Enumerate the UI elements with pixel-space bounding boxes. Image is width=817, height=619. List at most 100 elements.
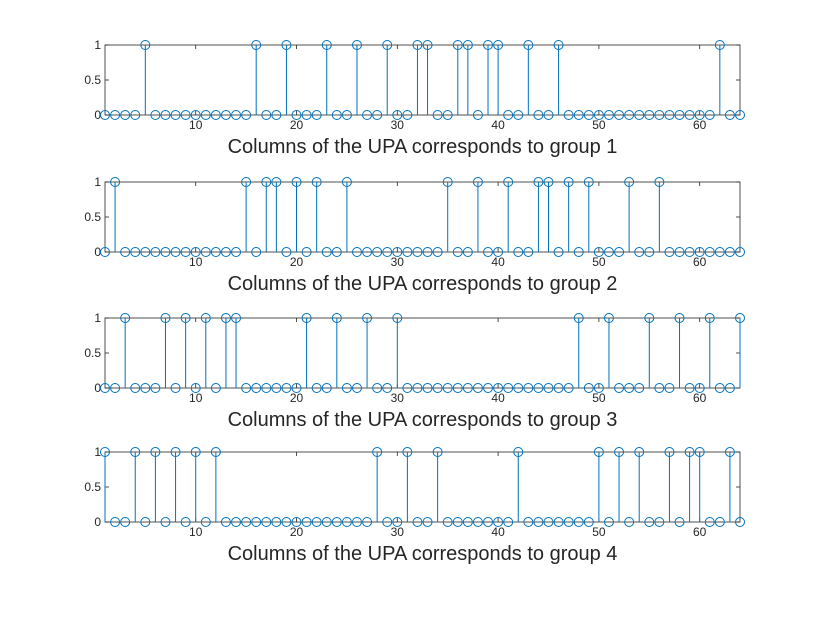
stem-marker	[341, 110, 352, 120]
stem-marker	[200, 110, 211, 120]
x-tick-label: 30	[391, 255, 405, 269]
stem-marker	[291, 517, 302, 527]
stem-marker	[523, 517, 534, 527]
stem-marker	[261, 177, 272, 187]
stem-marker	[513, 383, 524, 393]
stem-marker	[311, 517, 322, 527]
stem-marker	[301, 247, 312, 257]
y-tick-label: 1	[94, 38, 101, 52]
stem-marker	[483, 247, 494, 257]
stem-marker	[120, 247, 131, 257]
stem-marker	[261, 110, 272, 120]
stem-marker	[543, 383, 554, 393]
stem-marker	[593, 110, 604, 120]
stem-marker	[543, 110, 554, 120]
stem-marker	[432, 383, 443, 393]
stem-marker	[553, 40, 564, 50]
stem-marker	[180, 110, 191, 120]
stem-marker	[402, 247, 413, 257]
stem-marker	[573, 313, 584, 323]
stem-marker	[130, 383, 141, 393]
x-tick-label: 60	[693, 525, 707, 539]
x-tick-label: 40	[491, 118, 505, 132]
stem-marker	[402, 110, 413, 120]
x-tick-label: 60	[693, 391, 707, 405]
stem-marker	[190, 247, 201, 257]
stem-marker	[634, 383, 645, 393]
stem-marker	[583, 110, 594, 120]
stem-marker	[331, 110, 342, 120]
y-tick-label: 0.5	[84, 210, 101, 224]
stem-marker	[331, 517, 342, 527]
stem-marker	[110, 177, 121, 187]
stem-marker	[654, 517, 665, 527]
x-tick-label: 10	[189, 255, 203, 269]
stem-marker	[483, 383, 494, 393]
stem-marker	[573, 517, 584, 527]
stem-marker	[664, 383, 675, 393]
stem-marker	[593, 447, 604, 457]
stem-marker	[261, 517, 272, 527]
stem-marker	[281, 40, 292, 50]
stem-marker	[735, 247, 745, 257]
y-tick-label: 1	[94, 445, 101, 459]
x-tick-label: 60	[693, 118, 707, 132]
stem-marker	[634, 247, 645, 257]
stem-marker	[311, 383, 322, 393]
stem-marker	[331, 313, 342, 323]
stem-marker	[120, 110, 131, 120]
stem-marker	[593, 383, 604, 393]
stem-marker	[392, 517, 403, 527]
stem-marker	[714, 383, 725, 393]
stem-marker	[351, 383, 362, 393]
stem-marker	[503, 517, 514, 527]
stem-marker	[422, 40, 433, 50]
stem-marker	[694, 383, 705, 393]
stem-marker	[150, 383, 161, 393]
stem-marker	[533, 517, 544, 527]
stem-marker	[392, 247, 403, 257]
stem-marker	[654, 177, 665, 187]
stem-marker	[422, 517, 433, 527]
x-tick-label: 40	[491, 525, 505, 539]
stem-marker	[724, 247, 735, 257]
stem-marker	[140, 247, 151, 257]
stem-marker	[724, 447, 735, 457]
stem-marker	[644, 517, 655, 527]
x-axis-label: Columns of the UPA corresponds to group …	[228, 409, 618, 431]
stem-marker	[100, 447, 110, 457]
stem-marker	[231, 517, 242, 527]
stem-marker	[311, 110, 322, 120]
x-tick-label: 10	[189, 525, 203, 539]
stem-marker	[180, 313, 191, 323]
x-tick-label: 20	[290, 391, 304, 405]
stem-marker	[614, 383, 625, 393]
stem-marker	[442, 110, 453, 120]
stem-marker	[654, 383, 665, 393]
stem-marker	[624, 383, 635, 393]
x-tick-label: 20	[290, 118, 304, 132]
x-tick-label: 30	[391, 391, 405, 405]
stem-marker	[100, 110, 110, 120]
stem-marker	[563, 177, 574, 187]
stem-marker	[392, 313, 403, 323]
stem-marker	[563, 517, 574, 527]
stem-marker	[210, 383, 221, 393]
stem-marker	[432, 247, 443, 257]
stem-marker	[341, 517, 352, 527]
stem-marker	[664, 447, 675, 457]
stem-marker	[573, 247, 584, 257]
stem-marker	[301, 313, 312, 323]
stem-marker	[674, 110, 685, 120]
stem-marker	[120, 517, 131, 527]
stem-marker	[281, 517, 292, 527]
stem-marker	[735, 517, 745, 527]
stem-marker	[231, 110, 242, 120]
stem-marker	[422, 383, 433, 393]
stem-marker	[432, 447, 443, 457]
stem-marker	[422, 247, 433, 257]
stem-marker	[251, 517, 262, 527]
x-tick-label: 60	[693, 255, 707, 269]
stem-marker	[311, 177, 322, 187]
stem-marker	[472, 177, 483, 187]
